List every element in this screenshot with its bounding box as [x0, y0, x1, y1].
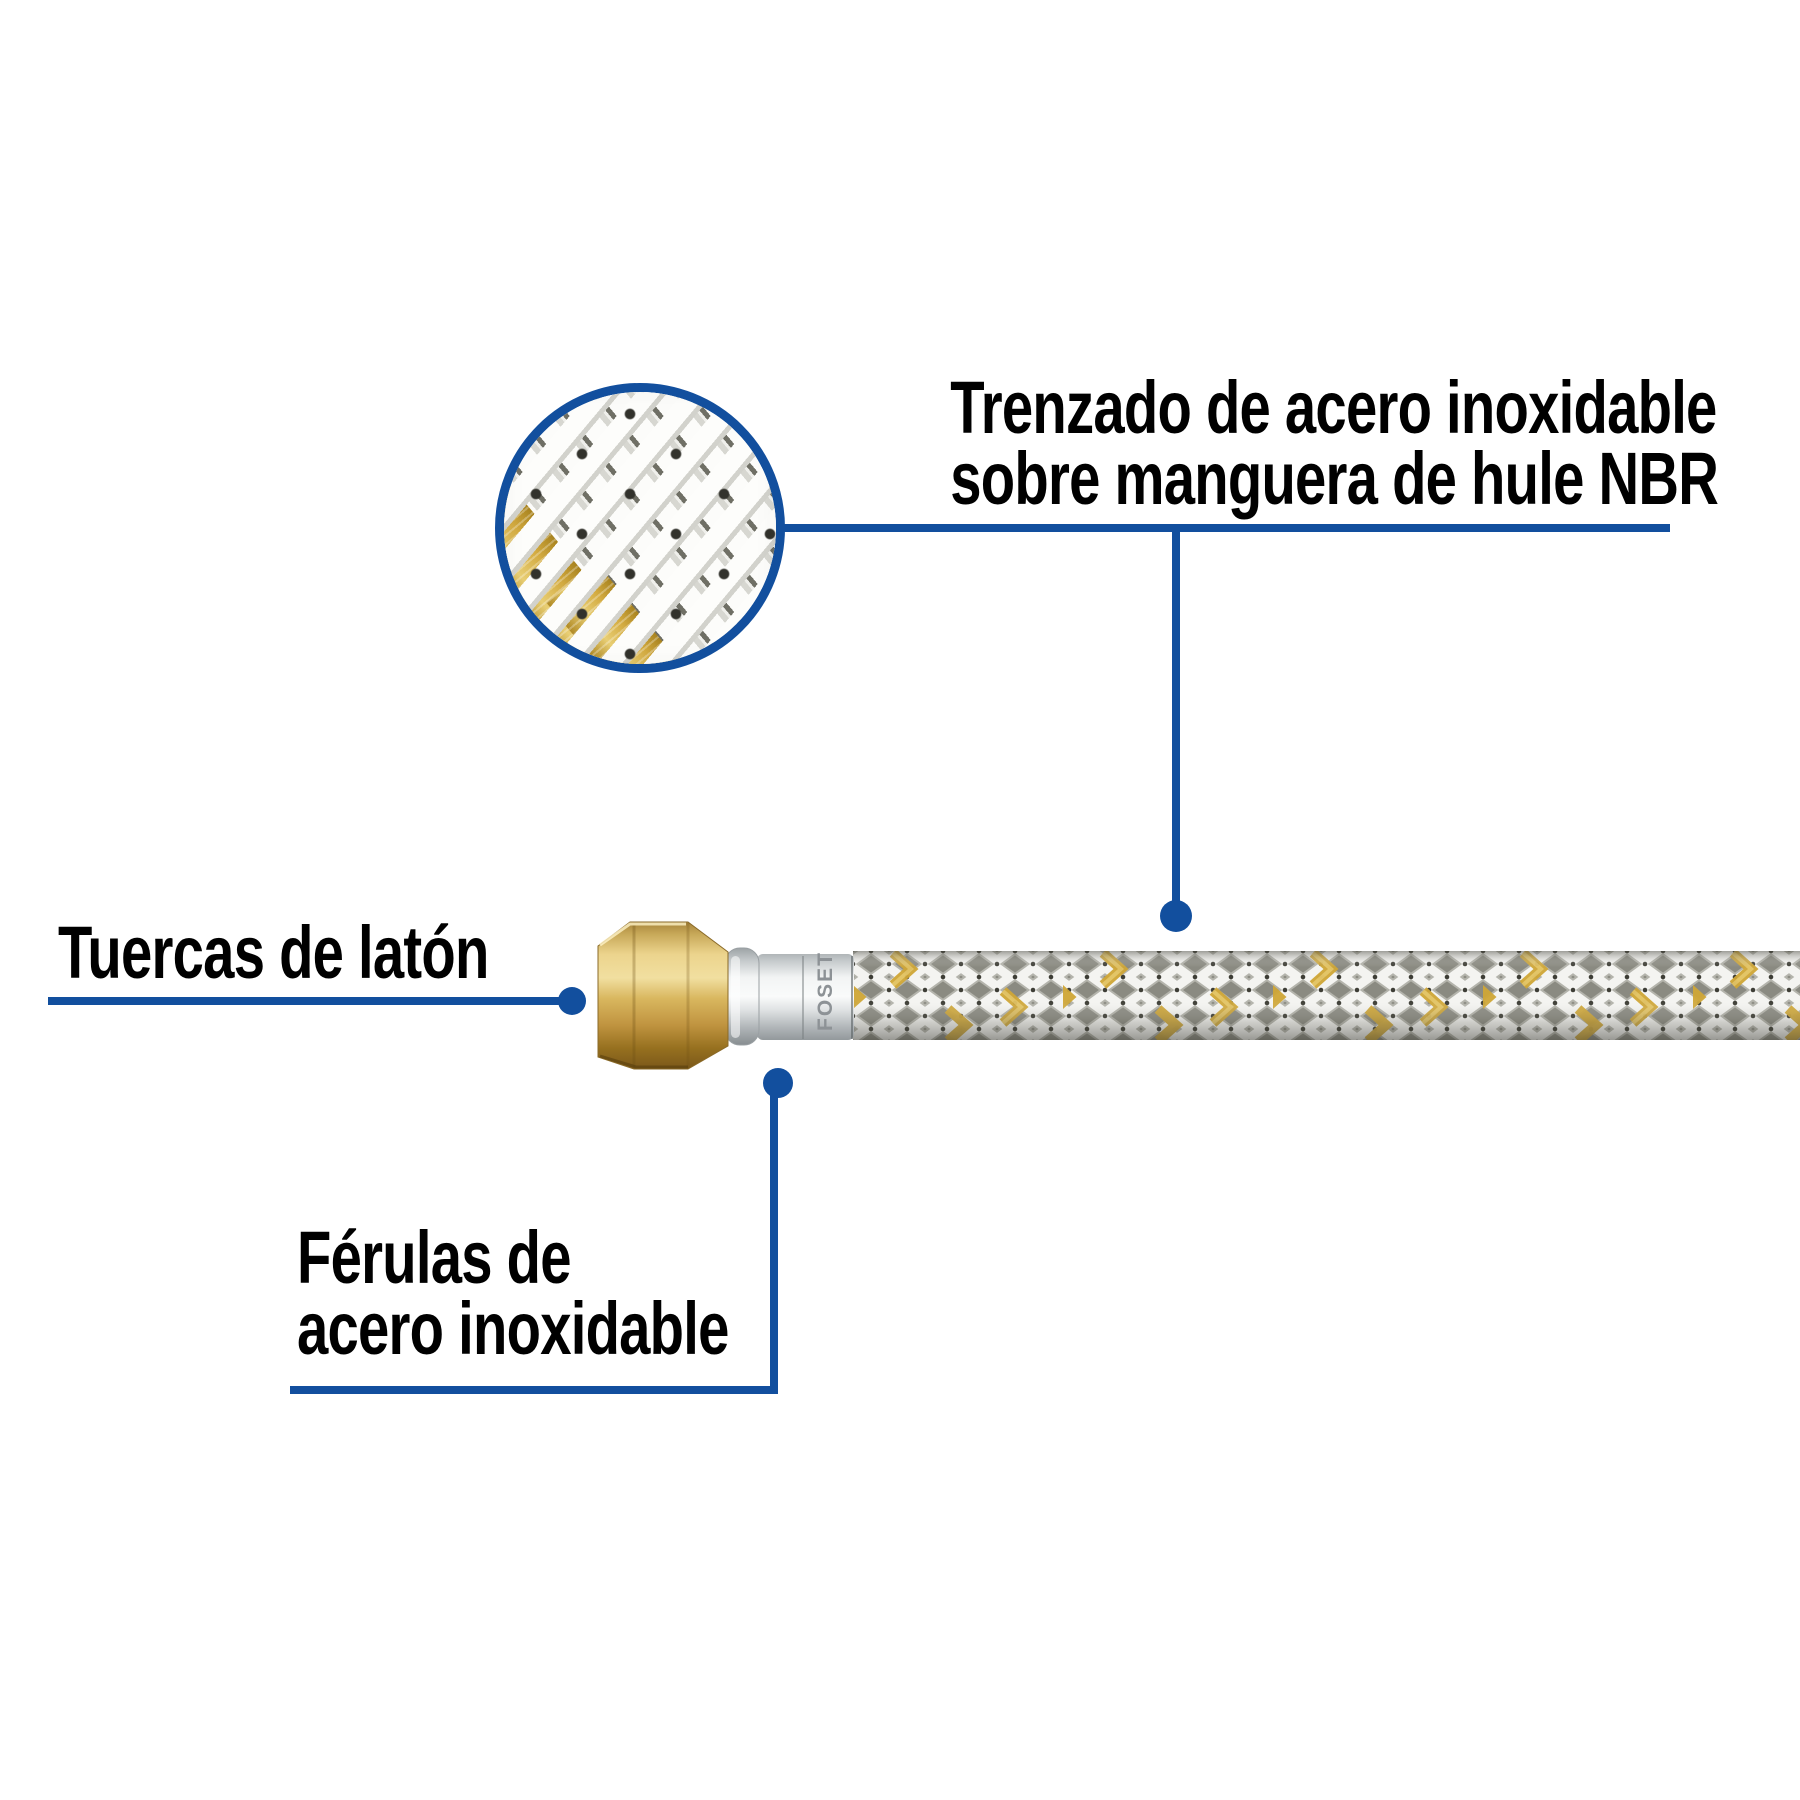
callout-line-ferrules-vertical: [770, 1083, 778, 1394]
callout-line-braid-horizontal: [778, 524, 1670, 532]
label-ferrules: Férulas de acero inoxidable: [297, 1216, 729, 1370]
callout-line-ferrules-horizontal: [290, 1386, 778, 1394]
label-ferrules-line2: acero inoxidable: [297, 1287, 729, 1370]
callout-dot-nuts: [558, 987, 586, 1015]
label-nuts: Tuercas de latón: [58, 916, 489, 990]
callout-line-nuts: [48, 997, 572, 1005]
label-braid-line2: sobre manguera de hule NBR: [950, 437, 1719, 520]
brass-nut: [597, 921, 729, 1070]
label-braid-line1: Trenzado de acero inoxidable: [950, 366, 1717, 449]
braid-detail-inset-circle: [495, 383, 785, 673]
callout-dot-braid: [1160, 900, 1192, 932]
label-nuts-text: Tuercas de latón: [58, 911, 489, 994]
braided-hose: [853, 951, 1800, 1040]
callout-line-braid-vertical: [1172, 528, 1180, 916]
callout-dot-ferrules: [763, 1068, 793, 1098]
braid-speckles: [504, 392, 776, 664]
hose-illustration: FOSET: [597, 921, 1800, 1070]
label-ferrules-line1: Férulas de: [297, 1216, 571, 1299]
ferrule-brand-text: FOSET: [814, 951, 837, 1031]
label-braid: Trenzado de acero inoxidable sobre mangu…: [950, 366, 1719, 520]
steel-ferrule: FOSET: [724, 947, 854, 1046]
